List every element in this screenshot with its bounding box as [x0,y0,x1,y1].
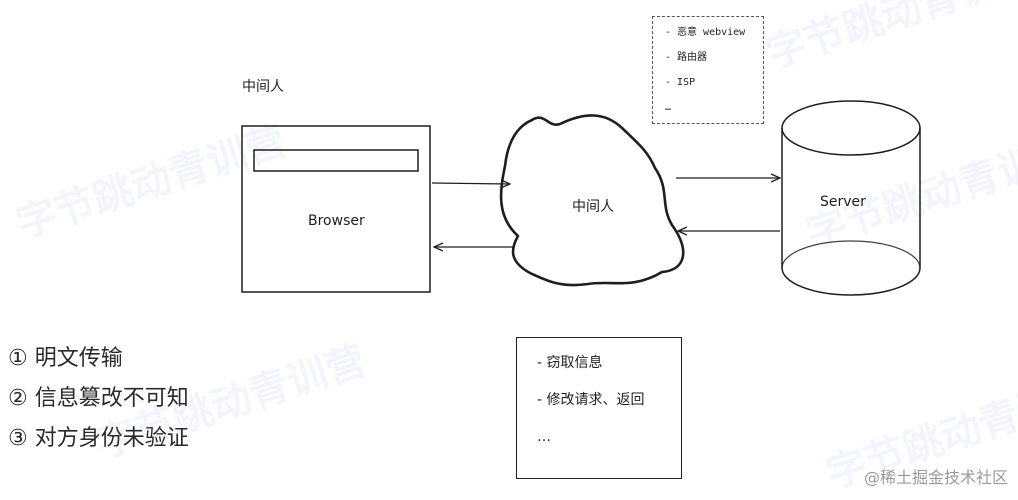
attack-actions-list: - 窃取信息 - 修改请求、返回 … [516,337,682,479]
list-item: … [665,102,672,113]
top-label: 中间人 [242,79,284,95]
list-item: - ISP [665,77,696,88]
list-item: - 修改请求、返回 [537,392,645,408]
list-item: - 窃取信息 [537,355,603,371]
browser-window [241,125,431,293]
mitm-label: 中间人 [572,199,614,215]
browser-address-bar [253,149,419,172]
mitm-cloud [499,114,685,287]
attack-points-list: - 恶意 webview - 路由器 - ISP … [652,16,764,124]
list-item: … [537,429,551,445]
arrow-browser-to-mitm [431,183,510,184]
browser-label: Browser [308,213,365,229]
list-item: - 路由器 [665,52,708,63]
server-cylinder [781,100,921,296]
risk-item: ① 明文传输 [8,346,123,371]
list-item: - 恶意 webview [665,27,746,38]
risk-item: ② 信息篡改不可知 [8,386,189,411]
risk-list: ① 明文传输 ② 信息篡改不可知 ③ 对方身份未验证 [8,344,189,464]
risk-item: ③ 对方身份未验证 [8,426,189,451]
source-watermark: @稀土掘金技术社区 [863,468,1008,487]
server-label: Server [820,194,866,210]
